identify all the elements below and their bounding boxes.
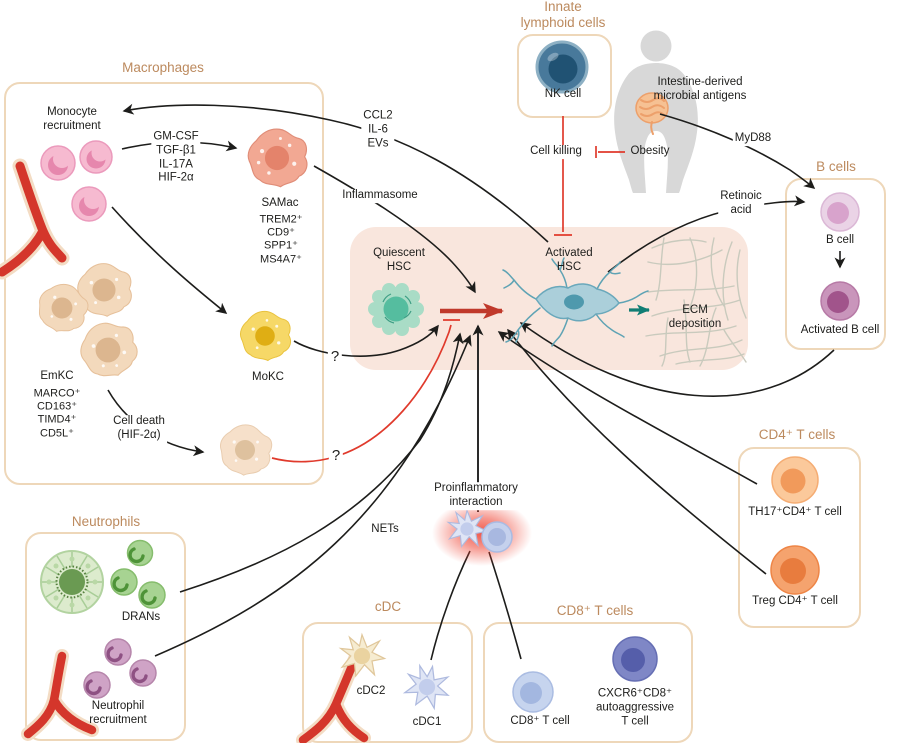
th17-label: TH17⁺CD4⁺ T cell xyxy=(748,506,842,519)
b-cells-box xyxy=(785,178,886,350)
macrophages-title: Macrophages xyxy=(122,59,204,75)
proinflammatory-label: Proinflammatory interaction xyxy=(432,482,520,510)
monocyte-cells xyxy=(40,140,113,222)
question-mark-dead: ? xyxy=(328,447,344,465)
samac-markers: TREM2⁺ CD9⁺ SPP1⁺ MS4A7⁺ xyxy=(259,213,303,266)
cd4-title: CD4⁺ T cells xyxy=(758,426,836,442)
red-inhibition-lines xyxy=(271,116,625,463)
emkc-label: EmKC xyxy=(40,370,74,383)
cxcr6-cd8-cell xyxy=(612,636,658,682)
b-cell-label: B cell xyxy=(825,234,855,247)
samac-label: SAMac xyxy=(261,197,299,210)
quiescent-hsc-cell xyxy=(368,283,424,336)
black-arrows xyxy=(107,103,846,661)
emkc-markers: MARCO⁺ CD163⁺ TIMD4⁺ CD5L⁺ xyxy=(33,387,81,440)
activated-b-cell xyxy=(820,281,860,321)
cd8-cell-label: CD8⁺ T cell xyxy=(510,715,570,728)
drans-label: DRANs xyxy=(121,611,161,624)
cd8-t-cell xyxy=(512,671,554,713)
obese-person-silhouette xyxy=(614,30,698,193)
nk-cell xyxy=(535,40,589,94)
cxcr6-cell-label: CXCR6⁺CD8⁺ autoaggressive T cell xyxy=(596,687,674,727)
innate-lymphoid-box xyxy=(517,34,612,118)
blood-vessel-neutrophils xyxy=(21,649,99,741)
proinflammatory-interaction-cells xyxy=(432,500,532,566)
obesity-label: Obesity xyxy=(630,145,670,158)
retinoic-acid-label: Retinoic acid xyxy=(718,190,764,218)
blood-vessel-cdc xyxy=(296,647,371,743)
macrophage-factors-label: GM-CSF TGF-β1 IL-17A HIF-2α xyxy=(151,130,201,186)
treg-cell xyxy=(770,545,820,595)
ecm-fibers xyxy=(645,237,747,367)
treg-label: Treg CD4⁺ T cell xyxy=(752,595,838,608)
cdc-title: cDC xyxy=(374,598,402,614)
nk-cell-label: NK cell xyxy=(544,88,582,101)
ecm-deposition-label: ECM deposition xyxy=(668,304,722,330)
nets-label: NETs xyxy=(369,523,401,537)
quiescent-hsc-label: Quiescent HSC xyxy=(373,247,425,273)
activated-hsc-cell xyxy=(502,257,649,347)
cd8-title: CD8⁺ T cells xyxy=(556,602,634,618)
neutrophil-recruitment-label: Neutrophil recruitment xyxy=(89,700,147,726)
cdc2-cell xyxy=(340,634,386,677)
blood-vessel-macrophages xyxy=(0,158,70,280)
cell-death-label: Cell death (HIF-2α) xyxy=(111,415,167,443)
cdc1-label: cDC1 xyxy=(412,716,442,729)
neutrophils-box xyxy=(25,532,186,741)
intestine-icon xyxy=(635,92,669,135)
cd8-box xyxy=(483,622,693,743)
th17-cell xyxy=(771,456,819,504)
cd4-box xyxy=(738,447,861,628)
b-cells-title: B cells xyxy=(816,158,856,174)
b-cell xyxy=(820,192,860,232)
ccl2-signals-label: CCL2 IL-6 EVs xyxy=(361,109,395,151)
intestine-antigens-label: Intestine-derived microbial antigens xyxy=(653,76,747,102)
inflammasome-label: Inflammasome xyxy=(340,189,420,203)
cell-killing-label: Cell killing xyxy=(528,145,584,159)
samac-cell xyxy=(247,128,308,188)
question-mark-mokc: ? xyxy=(327,348,343,366)
dran-cells xyxy=(110,539,166,609)
cdc-box xyxy=(302,622,473,743)
activated-hsc-label: Activated HSC xyxy=(545,247,593,273)
innate-lymphoid-title: Innate lymphoid cells xyxy=(520,0,606,30)
dran-duct-ring xyxy=(40,550,104,614)
monocyte-recruitment-label: Monocyte recruitment xyxy=(43,106,101,132)
recruited-neutrophil-cells xyxy=(83,638,157,699)
activated-b-cell-label: Activated B cell xyxy=(800,324,880,337)
dying-macrophage-cell xyxy=(215,420,276,480)
cdc2-label: cDC2 xyxy=(356,685,386,698)
mokc-label: MoKC xyxy=(252,371,284,384)
neutrophils-title: Neutrophils xyxy=(71,513,141,529)
myd88-label: MyD88 xyxy=(732,132,774,146)
macrophages-box xyxy=(4,82,324,485)
emkc-cells xyxy=(31,263,143,384)
cdc1-cell xyxy=(400,660,455,713)
mokc-cell xyxy=(239,310,292,361)
